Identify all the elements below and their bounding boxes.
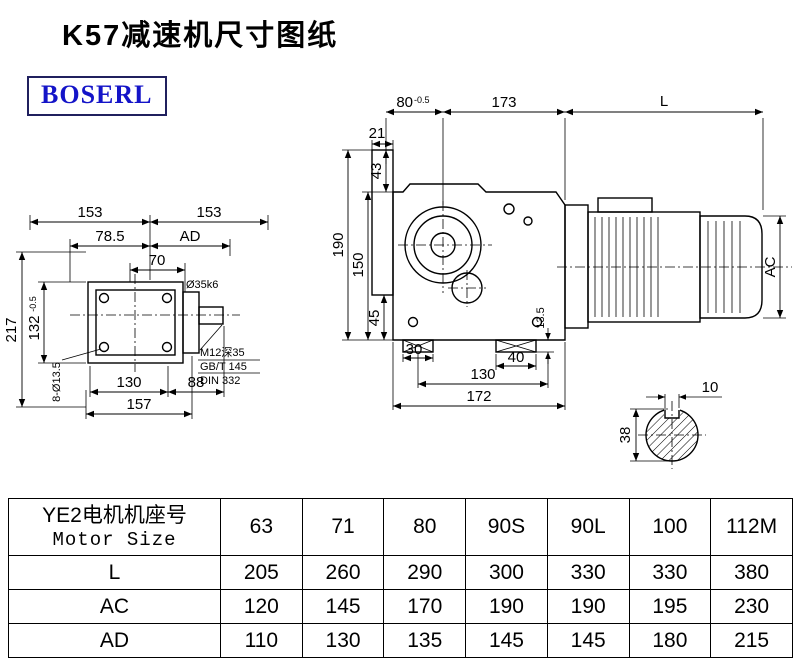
dim-L: L (660, 93, 668, 110)
table-header-row: YE2电机机座号 Motor Size 63 71 80 90S 90L 100… (8, 498, 793, 556)
page-title: K57减速机尺寸图纸 (62, 20, 339, 52)
table-cell: 205 (220, 555, 303, 590)
table-cell: 180 (628, 623, 712, 658)
dim-88: 88 (188, 374, 205, 391)
dim-70: 70 (149, 252, 166, 269)
table-cell: 120 (220, 589, 303, 624)
dim-AD: AD (180, 228, 201, 245)
table-col-header: 90L (546, 498, 630, 556)
side-view: 217 132 -0.5 153 153 78.5 AD 70 Ø35k6 (3, 204, 269, 419)
table-col-header: 80 (383, 498, 467, 556)
table-cell: 145 (465, 623, 548, 658)
dim-153-right: 153 (196, 204, 221, 221)
table-row: AD 110 130 135 145 145 180 215 (8, 623, 793, 658)
table-row-label: L (8, 555, 221, 590)
shaft-section-view: 10 38 (617, 379, 722, 469)
table-cell: 145 (546, 623, 630, 658)
table-cell: 170 (383, 589, 467, 624)
table-cell: 330 (628, 555, 712, 590)
dim-190: 190 (330, 232, 347, 257)
brand-logo-text: BOSERL (41, 80, 153, 109)
table-cell: 130 (301, 623, 385, 658)
dim-173: 173 (491, 94, 516, 111)
dim-78-5: 78.5 (95, 228, 124, 245)
dim-shaft-diameter: Ø35k6 (186, 279, 218, 291)
motor-size-table: YE2电机机座号 Motor Size 63 71 80 90S 90L 100… (8, 498, 793, 658)
table-row-label: AC (8, 589, 221, 624)
dim-AC: AC (762, 256, 779, 277)
note-din: DIN 332 (200, 375, 240, 387)
table-cell: 190 (546, 589, 630, 624)
dim-43: 43 (368, 163, 385, 180)
table-row-label: AD (8, 623, 221, 658)
table-cell: 110 (220, 623, 303, 658)
dim-157: 157 (126, 396, 151, 413)
table-row: AC 120 145 170 190 190 195 230 (8, 589, 793, 624)
dim-150: 150 (350, 252, 367, 277)
note-gbt: GB/T 145 (200, 361, 247, 373)
dim-130-side: 130 (116, 374, 141, 391)
dim-38: 38 (617, 427, 634, 444)
dim-45: 45 (366, 310, 383, 327)
front-view: 80 -0.5 173 L 21 43 190 150 45 30 40 (330, 93, 792, 410)
table-col-header: 63 (220, 498, 303, 556)
motor-size-label-en: Motor Size (52, 529, 177, 552)
technical-drawing: 217 132 -0.5 153 153 78.5 AD 70 Ø35k6 (3, 93, 792, 469)
table-col-header: 90S (465, 498, 548, 556)
dim-30: 30 (406, 341, 423, 358)
table-col-header: 71 (301, 498, 385, 556)
table-cell: 380 (710, 555, 793, 590)
dim-132-tolerance: -0.5 (28, 296, 38, 312)
table-col-header: 112M (710, 498, 793, 556)
table-cell: 260 (301, 555, 385, 590)
note-thread: M12深35 (200, 346, 245, 359)
table-cell: 300 (465, 555, 548, 590)
dim-40: 40 (508, 349, 525, 366)
table-cell: 145 (301, 589, 385, 624)
dim-13-5: 13.5 (535, 307, 547, 328)
dim-21: 21 (369, 125, 386, 142)
dim-217: 217 (3, 317, 20, 342)
dim-80-tolerance: -0.5 (414, 95, 430, 105)
table-cell: 190 (465, 589, 548, 624)
dim-153-left: 153 (77, 204, 102, 221)
table-cell: 230 (710, 589, 793, 624)
table-cell: 330 (546, 555, 630, 590)
table-cell: 195 (628, 589, 712, 624)
dim-132: 132 (26, 315, 43, 340)
dim-bolt-holes: 8-Ø13.5 (51, 362, 63, 402)
table-col-header: 100 (628, 498, 712, 556)
table-header-motor-size: YE2电机机座号 Motor Size (8, 498, 221, 556)
table-row: L 205 260 290 300 330 330 380 (8, 555, 793, 590)
dim-80: 80 (396, 94, 413, 111)
dim-130-front: 130 (470, 366, 495, 383)
dim-10: 10 (702, 379, 719, 396)
motor-size-label-cn: YE2电机机座号 (42, 503, 187, 527)
brand-logo: BOSERL (27, 76, 167, 116)
table-cell: 290 (383, 555, 467, 590)
table-cell: 215 (710, 623, 793, 658)
table-cell: 135 (383, 623, 467, 658)
dim-172: 172 (466, 388, 491, 405)
